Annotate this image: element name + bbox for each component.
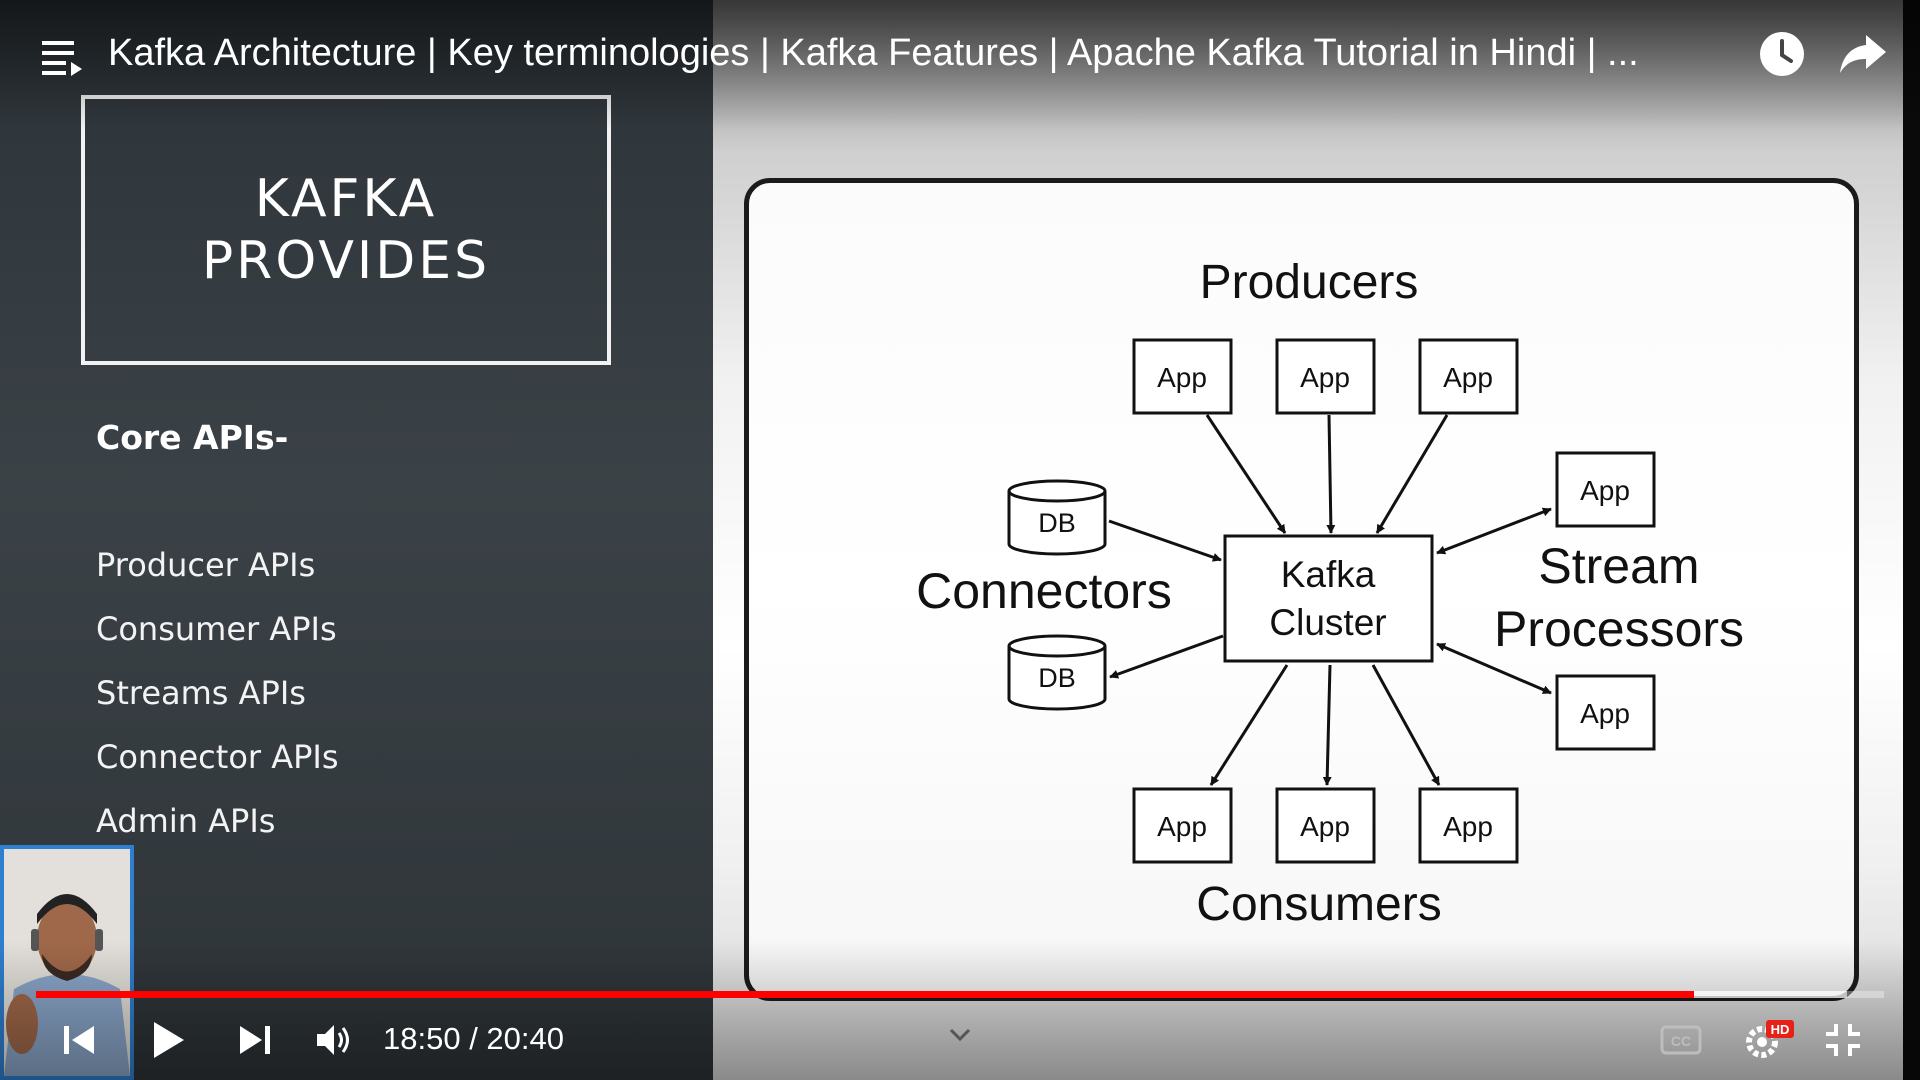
diagram-arrows	[1108, 414, 1552, 786]
next-icon[interactable]	[238, 1024, 272, 1056]
api-item-streams: Streams APIs	[96, 674, 306, 712]
play-icon[interactable]	[152, 1020, 186, 1060]
arrow-db-cluster	[1108, 519, 1222, 562]
svg-text:App: App	[1443, 362, 1493, 393]
slide-title-box: KAFKA PROVIDES	[81, 95, 611, 365]
svg-text:DB: DB	[1038, 663, 1076, 693]
previous-icon[interactable]	[62, 1024, 96, 1056]
producer-app-2: App	[1275, 338, 1376, 415]
producer-app-3: App	[1418, 338, 1519, 415]
arrow-producer2-cluster	[1326, 414, 1336, 534]
consumer-app-2: App	[1275, 787, 1376, 864]
svg-text:App: App	[1443, 811, 1493, 842]
kafka-diagram-frame: Producers Consumers Connectors Stream Pr…	[744, 178, 1859, 1001]
slide-heading: KAFKA PROVIDES	[202, 168, 490, 292]
consumer-app-3: App	[1418, 787, 1519, 864]
api-item-producer: Producer APIs	[96, 546, 316, 584]
slide-heading-line2: PROVIDES	[201, 231, 491, 291]
db-cylinder-top: DB	[1007, 479, 1107, 556]
consumers-label: Consumers	[1196, 878, 1441, 931]
progress-bar[interactable]	[36, 991, 1884, 998]
arrow-cluster-db	[1109, 634, 1224, 679]
stream-label-line1: Stream	[1538, 538, 1699, 594]
arrow-cluster-consumer2	[1322, 664, 1332, 786]
svg-text:App: App	[1157, 362, 1207, 393]
svg-text:App: App	[1580, 475, 1630, 506]
api-item-admin: Admin APIs	[96, 802, 276, 840]
api-list: Producer APIs Consumer APIs Streams APIs…	[96, 542, 339, 862]
exit-fullscreen-icon[interactable]	[1824, 1022, 1862, 1058]
slide-heading-line1: KAFKA	[254, 169, 438, 229]
svg-text:App: App	[1300, 362, 1350, 393]
time-display: 18:50 / 20:40	[383, 1021, 564, 1056]
progress-played	[36, 991, 1694, 998]
producers-label: Producers	[1200, 256, 1419, 309]
hd-badge	[1766, 1020, 1794, 1038]
cluster-label-line2: Cluster	[1269, 602, 1386, 643]
presenter-video	[4, 849, 130, 1076]
arrow-producer3-cluster	[1375, 414, 1449, 534]
svg-text:App: App	[1300, 811, 1350, 842]
arrow-cluster-consumer1	[1209, 664, 1289, 786]
share-icon[interactable]	[1838, 33, 1888, 75]
svg-text:App: App	[1580, 698, 1630, 729]
hd-badge-label: HD	[1771, 1022, 1790, 1037]
consumer-app-1: App	[1132, 787, 1233, 864]
video-title[interactable]: Kafka Architecture | Key terminologies |…	[108, 32, 1639, 74]
arrow-producer1-cluster	[1205, 414, 1287, 534]
controls-gradient-overlay	[0, 940, 1920, 1080]
cluster-label-line1: Kafka	[1281, 554, 1376, 595]
webcam-overlay	[0, 845, 134, 1080]
svg-text:App: App	[1157, 811, 1207, 842]
captions-icon[interactable]: CC	[1660, 1024, 1702, 1056]
playlist-icon[interactable]	[40, 38, 86, 78]
volume-icon[interactable]	[315, 1021, 355, 1059]
watch-later-icon[interactable]	[1758, 30, 1806, 78]
kafka-cluster-box: Kafka Cluster	[1223, 534, 1434, 663]
core-apis-subheading: Core APIs-	[96, 418, 289, 457]
stream-app-bottom: App	[1555, 674, 1656, 751]
player-right-edge	[1903, 0, 1920, 1080]
connectors-label: Connectors	[916, 563, 1172, 619]
arrow-cluster-stream-bottom	[1436, 642, 1552, 695]
video-title-bar: Kafka Architecture | Key terminologies |…	[0, 0, 1920, 110]
arrow-cluster-stream-top	[1436, 507, 1552, 555]
stream-app-top: App	[1555, 451, 1656, 528]
db-cylinder-bottom: DB	[1007, 634, 1107, 711]
arrow-cluster-consumer3	[1371, 664, 1441, 786]
top-gradient-overlay	[0, 0, 1920, 130]
api-item-consumer: Consumer APIs	[96, 610, 337, 648]
api-item-connector: Connector APIs	[96, 738, 339, 776]
settings-icon[interactable]: HD	[1742, 1018, 1796, 1060]
producer-app-1: App	[1132, 338, 1233, 415]
kafka-architecture-diagram: Producers Consumers Connectors Stream Pr…	[916, 256, 1744, 931]
chevron-down-icon[interactable]	[949, 1028, 971, 1042]
captions-label: CC	[1671, 1033, 1691, 1049]
svg-text:DB: DB	[1038, 508, 1076, 538]
stream-label-line2: Processors	[1494, 601, 1744, 657]
